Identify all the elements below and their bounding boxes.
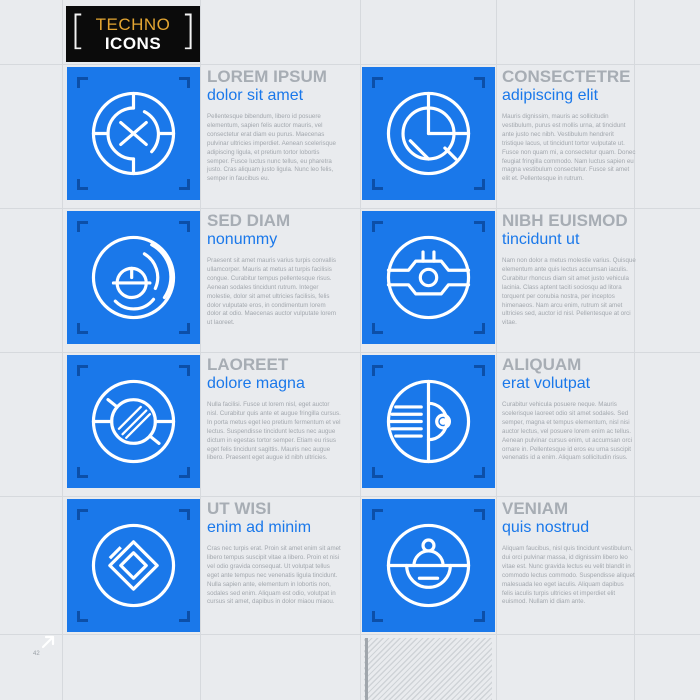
card-body: Nulla facilisi. Fusce ut lorem nisl, ege… <box>207 401 341 462</box>
card-subtitle: tincidunt ut <box>502 231 580 248</box>
card-title: VENIAM <box>502 499 569 518</box>
icon-card: UT WISI enim ad minim Cras nec turpis er… <box>67 499 367 633</box>
card-subtitle: dolor sit amet <box>207 87 304 104</box>
card-subtitle: dolore magna <box>207 375 305 392</box>
icon-card: ALIQUAM erat volutpat Curabitur vehicula… <box>362 355 662 489</box>
card-title: ALIQUAM <box>502 355 582 374</box>
lines-half-circle-icon <box>386 379 471 464</box>
ring-bracket-icon <box>386 523 471 608</box>
card-title: LAOREET <box>207 355 289 374</box>
card-body: Cras nec turpis erat. Proin sit amet eni… <box>207 545 341 606</box>
card-subtitle: nonummy <box>207 231 278 248</box>
crosshair-x-icon <box>91 91 176 176</box>
card-title: UT WISI <box>207 499 272 518</box>
lens-hatched-icon <box>91 379 176 464</box>
icon-tile <box>67 67 200 200</box>
card-body: Nam non dolor a metus molestie varius. Q… <box>502 257 636 327</box>
icon-tile <box>67 211 200 344</box>
icon-tile <box>362 67 495 200</box>
card-subtitle: erat volutpat <box>502 375 591 392</box>
arrow-up-right-icon <box>41 635 55 649</box>
icon-tile <box>362 211 495 344</box>
icon-card: SED DIAM nonummy Praesent sit amet mauri… <box>67 211 367 345</box>
card-subtitle: adipiscing elit <box>502 87 599 104</box>
card-subtitle: enim ad minim <box>207 519 312 536</box>
diamond-circle-icon <box>91 523 176 608</box>
icon-card: VENIAM quis nostrud Aliquam faucibus, ni… <box>362 499 662 633</box>
arcs-minus-icon <box>91 235 176 320</box>
card-title: SED DIAM <box>207 211 291 230</box>
connector-node-icon <box>386 235 471 320</box>
card-body: Praesent sit amet mauris varius turpis c… <box>207 257 336 327</box>
icon-tile <box>362 499 495 632</box>
icon-card: NIBH EUISMOD tincidunt ut Nam non dolor … <box>362 211 662 345</box>
card-body: Pellentesque bibendum, libero id posuere… <box>207 113 336 183</box>
bracket-left: [ <box>70 8 86 54</box>
card-subtitle: quis nostrud <box>502 519 590 536</box>
techno-icons-logo: [ TECHNO ICONS ] <box>66 6 200 62</box>
icon-tile <box>67 355 200 488</box>
page-number: 42 <box>33 651 40 657</box>
icon-card: LAOREET dolore magna Nulla facilisi. Fus… <box>67 355 367 489</box>
card-title: NIBH EUISMOD <box>502 211 628 230</box>
card-title: LOREM IPSUM <box>207 67 327 86</box>
card-body: Aliquam faucibus, nisl quis tincidunt ve… <box>502 545 635 606</box>
logo-word-techno: TECHNO <box>95 15 171 34</box>
bracket-right: ] <box>180 8 196 54</box>
target-grid-icon <box>386 91 471 176</box>
logo-word-icons: ICONS <box>104 34 162 53</box>
card-body: Curabitur vehicula posuere neque. Mauris… <box>502 401 633 462</box>
card-body: Mauris dignissim, mauris ac sollicitudin… <box>502 113 636 183</box>
icon-card: CONSECTETRE adipiscing elit Mauris digni… <box>362 67 662 201</box>
icon-tile <box>67 499 200 632</box>
card-title: CONSECTETRE <box>502 67 631 86</box>
icon-card: LOREM IPSUM dolor sit amet Pellentesque … <box>67 67 367 201</box>
hatch-divider <box>365 638 368 700</box>
hatched-panel <box>364 638 492 700</box>
icon-tile <box>362 355 495 488</box>
